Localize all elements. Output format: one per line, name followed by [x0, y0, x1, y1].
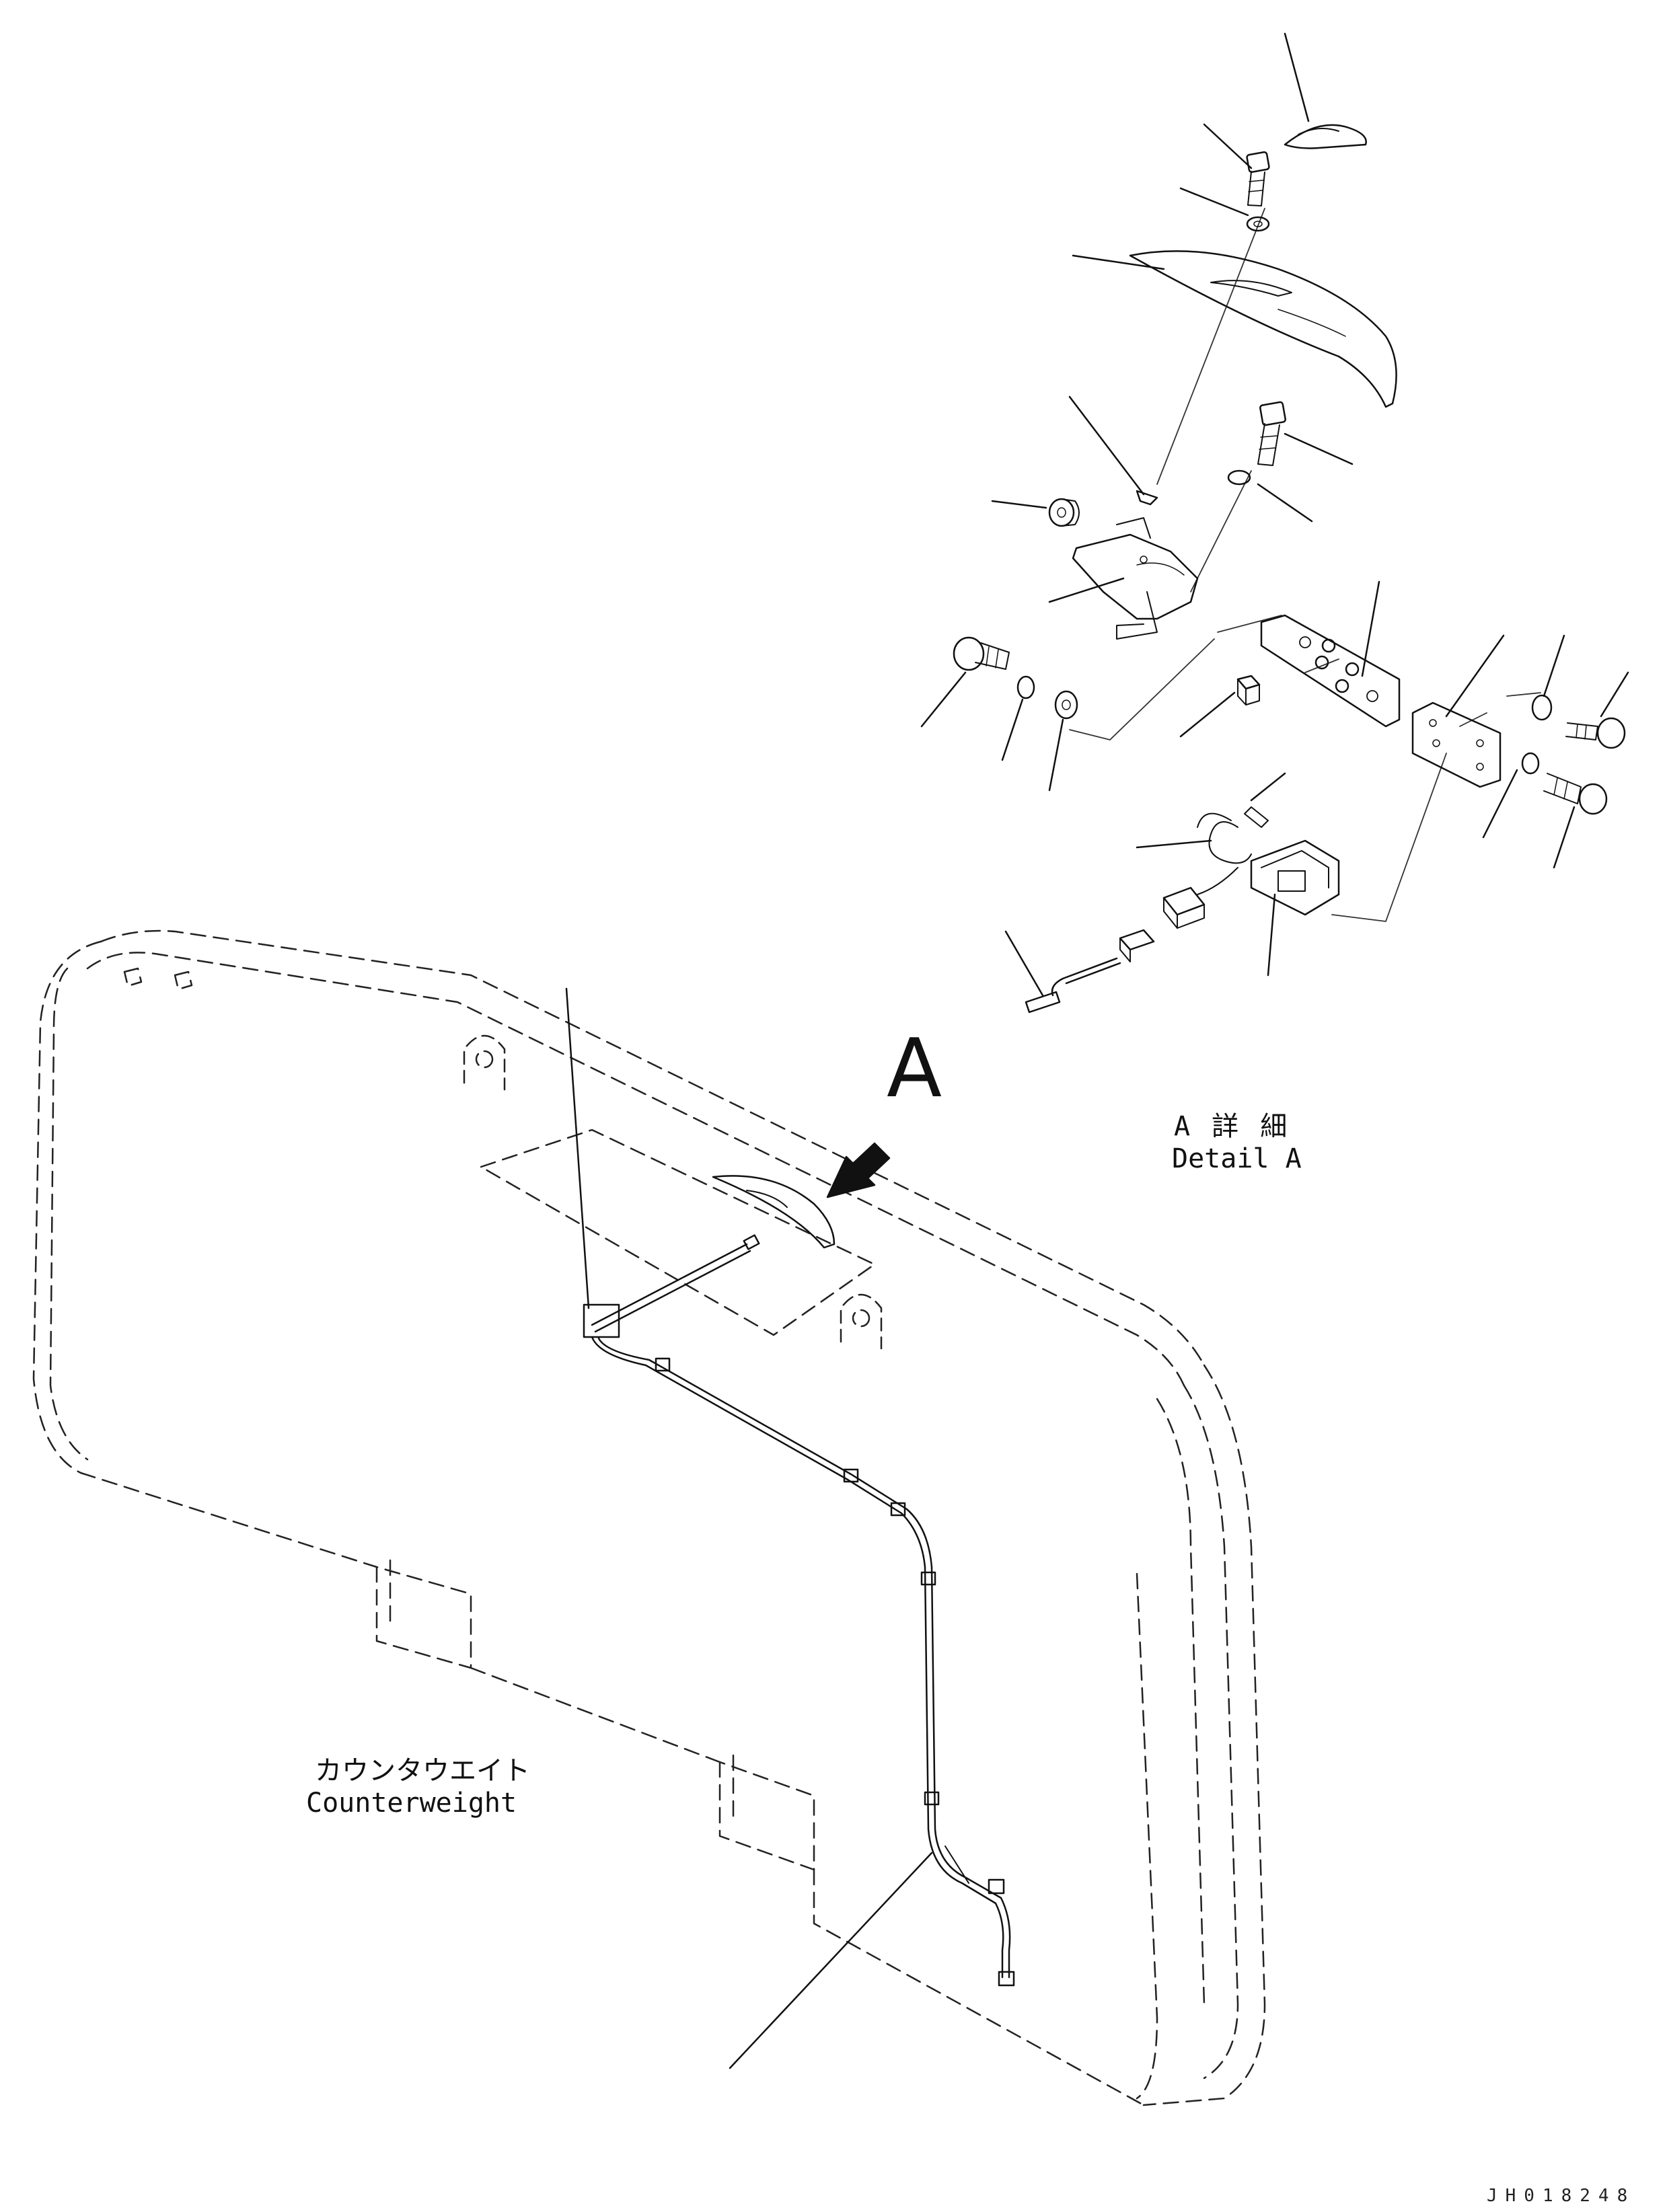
washer-1-hole: [1253, 221, 1263, 227]
washer-3: [1016, 675, 1035, 699]
connector-1: [1162, 886, 1206, 929]
hinge-plate: [1411, 701, 1502, 788]
detail-label-en: Detail A: [1172, 1143, 1302, 1174]
lamp-cover-on-counterweight: [712, 1175, 836, 1249]
spacer-1: [1048, 498, 1080, 527]
leader-lines-detail: [920, 32, 1629, 997]
washer-4: [1531, 694, 1553, 721]
mounting-plate: [1260, 614, 1401, 728]
part-label-jp: カウンタウエイト: [315, 1755, 530, 1786]
clip-part: [1136, 490, 1158, 506]
spacer-2: [1054, 690, 1078, 720]
washer-1: [1246, 216, 1270, 232]
small-block: [1236, 675, 1261, 705]
drawing-code: JH018248: [1487, 2186, 1636, 2206]
view-arrow-a: [826, 1142, 891, 1198]
lamp-cover-part: [1129, 250, 1397, 408]
switch-assembly: [1197, 806, 1340, 916]
counterweight-outline: [32, 929, 1266, 2106]
top-cap-part: [1284, 124, 1367, 149]
assembly-center-lines: [1069, 208, 1541, 922]
leader-lines-main: [565, 987, 933, 2069]
view-marker-label: A: [887, 1022, 942, 1116]
lamp-bracket: [1072, 517, 1199, 640]
sensor-lead: [1025, 957, 1121, 1014]
detail-label-jp: A 詳 細: [1174, 1111, 1290, 1142]
part-label-en: Counterweight: [306, 1788, 517, 1819]
wiring-harness: [583, 1234, 1015, 1987]
lifting-eye-left: [463, 1034, 506, 1091]
bolt-1: [1246, 151, 1270, 206]
bolt-3: [953, 636, 1010, 671]
connector-2: [1119, 929, 1155, 962]
lifting-eye-right: [840, 1293, 883, 1350]
bolt-2: [1257, 401, 1286, 466]
bolt-4: [1565, 717, 1626, 749]
washer-2: [1227, 469, 1251, 486]
bolt-5: [1543, 773, 1608, 815]
washer-5: [1521, 752, 1540, 775]
